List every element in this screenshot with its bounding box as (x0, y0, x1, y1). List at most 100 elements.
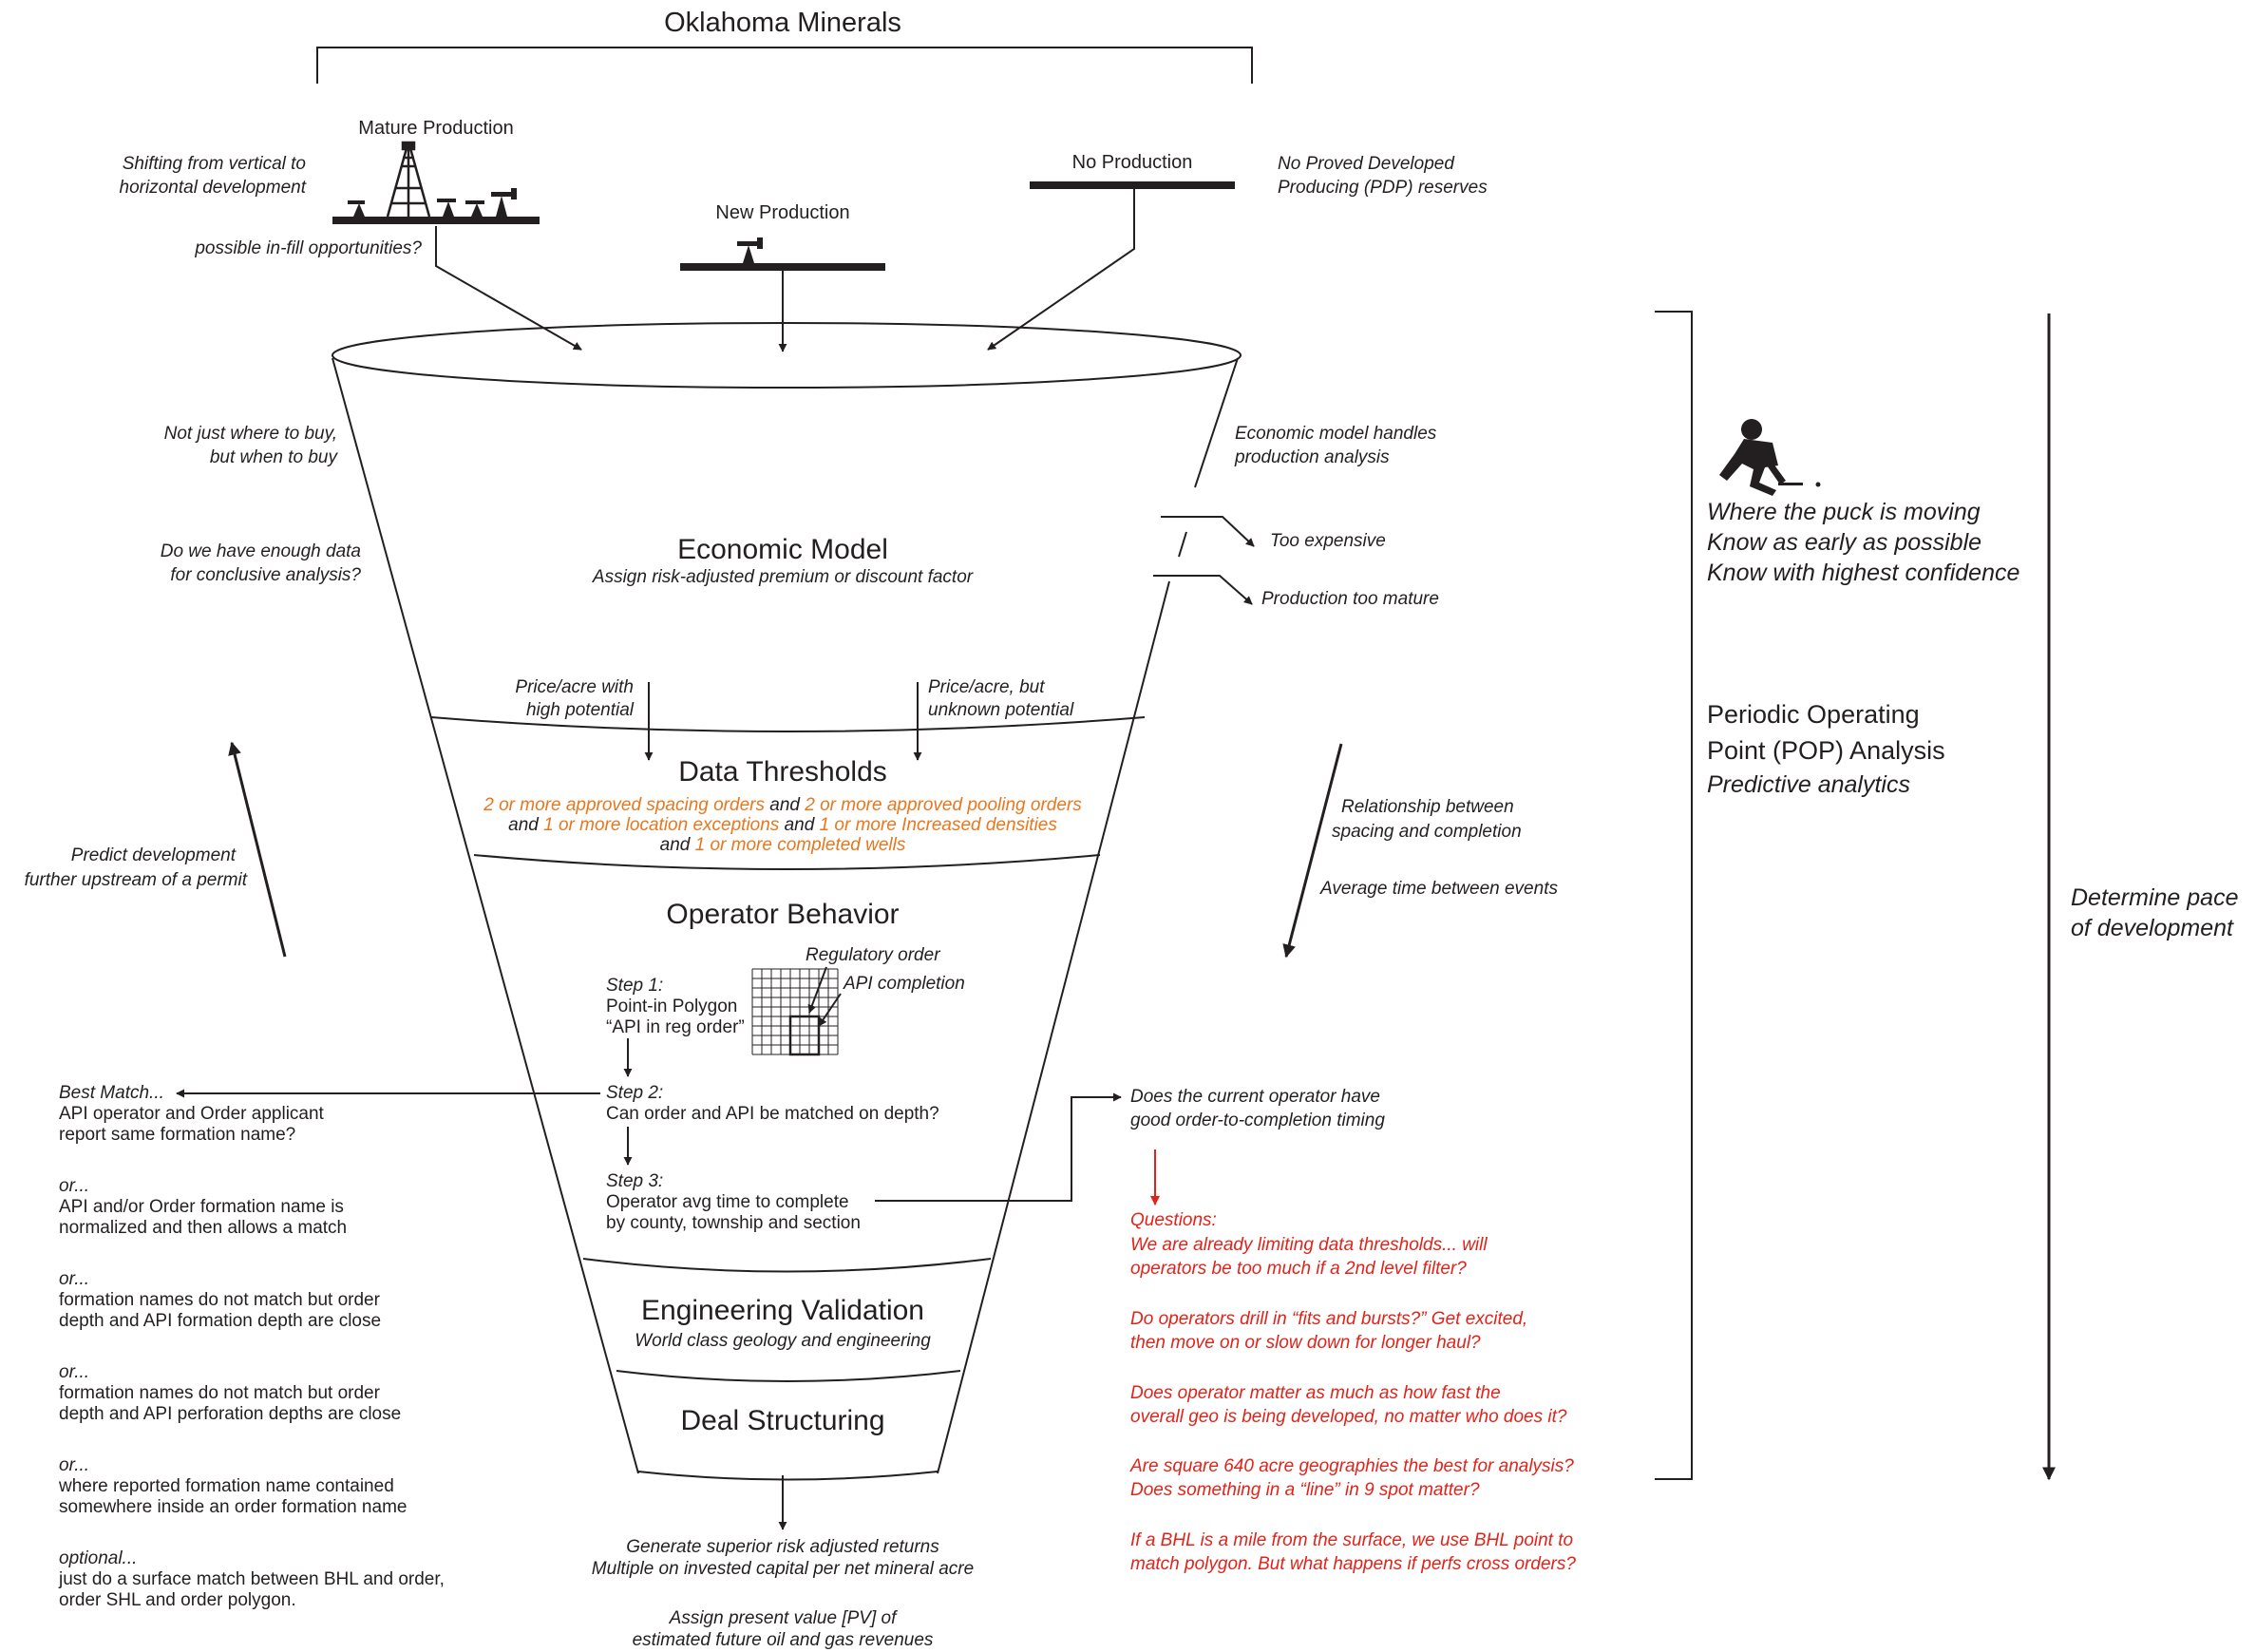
match-option-line: normalized and then allows a match (59, 1218, 347, 1238)
spacing-orders-criterion: 2 or more approved spacing orders (483, 795, 765, 815)
econ-note-2: production analysis (1234, 447, 1390, 467)
question-line: Does something in a “line” in 9 spot mat… (1130, 1480, 1480, 1500)
data-note-2: for conclusive analysis? (170, 565, 361, 585)
completed-wells-criterion: 1 or more completed wells (695, 835, 906, 855)
question-line: operators be too much if a 2nd level fil… (1130, 1259, 1467, 1279)
match-option-line: report same formation name? (59, 1125, 295, 1145)
timing-note-1: Does the current operator have (1130, 1087, 1380, 1107)
puck-line-1: Where the puck is moving (1707, 499, 1981, 525)
pop-bracket (1655, 311, 1693, 1480)
timing-note-2: good order-to-completion timing (1130, 1111, 1385, 1130)
operator-behavior-heading: Operator Behavior (666, 899, 899, 930)
api-completion-label: API completion (843, 974, 965, 994)
reg-order-pointer (807, 966, 827, 1014)
economic-model-heading: Economic Model (677, 534, 888, 565)
mature-ground-bar (332, 217, 540, 224)
price-high-1: Price/acre with (515, 677, 634, 697)
pv-note-2: estimated future oil and gas revenues (633, 1630, 934, 1650)
question-line: We are already limiting data thresholds.… (1130, 1235, 1488, 1255)
relationship-note-2: spacing and completion (1332, 822, 1522, 842)
step3-title: Step 3: (606, 1171, 663, 1191)
buy-note-2: but when to buy (210, 447, 339, 467)
top-bracket (316, 47, 1253, 84)
match-option-line: formation names do not match but order (59, 1383, 381, 1403)
predict-note-2: further upstream of a permit (25, 870, 248, 890)
pop-heading-2: Point (POP) Analysis (1707, 736, 1945, 765)
step3-line-1: Operator avg time to complete (606, 1192, 849, 1212)
step2-text: Can order and API be matched on depth? (606, 1104, 939, 1124)
engineering-validation-heading: Engineering Validation (641, 1295, 924, 1326)
infill-note: possible in-fill opportunities? (194, 238, 422, 258)
question-line: match polygon. But what happens if perfs… (1130, 1554, 1576, 1574)
none-ground-bar (1030, 181, 1235, 189)
price-high-2: high potential (526, 700, 635, 720)
econ-note-1: Economic model handles (1235, 424, 1437, 444)
pace-line-2: of development (2071, 915, 2234, 941)
pumpjack-icon (737, 237, 763, 263)
match-option-title: or... (59, 1362, 89, 1382)
returns-note-1: Generate superior risk adjusted returns (626, 1537, 939, 1557)
none-feed-arrow (987, 189, 1135, 351)
too-mature-label: Production too mature (1261, 589, 1439, 609)
pace-line-1: Determine pace (2071, 884, 2238, 911)
match-option-title: Best Match... (59, 1083, 164, 1103)
question-line: Are square 640 acre geographies the best… (1129, 1456, 1574, 1476)
pdp-note-1: No Proved Developed (1278, 154, 1455, 174)
match-option-line: formation names do not match but order (59, 1290, 381, 1310)
questions-title: Questions: (1130, 1210, 1217, 1230)
too-expensive-arrow (1161, 516, 1255, 547)
price-unknown-2: unknown potential (928, 700, 1074, 720)
and-connector: and (779, 815, 819, 835)
match-option-title: optional... (59, 1548, 137, 1568)
and-connector: and (765, 795, 805, 815)
relationship-down-arrow (1282, 743, 1343, 959)
question-line: Do operators drill in “fits and bursts?”… (1130, 1309, 1527, 1329)
diagram-title: Oklahoma Minerals (664, 8, 901, 38)
divider-engineering-deal (616, 1370, 961, 1382)
question-line: Does operator matter as much as how fast… (1130, 1383, 1501, 1403)
threshold-line-3: and 1 or more completed wells (660, 835, 906, 855)
match-option-line: order SHL and order polygon. (59, 1590, 296, 1610)
match-option-title: or... (59, 1176, 89, 1196)
and-connector: and (660, 835, 695, 855)
match-option-line: depth and API perforation depths are clo… (59, 1404, 401, 1424)
deal-structuring-heading: Deal Structuring (680, 1405, 884, 1436)
funnel-left-edge (332, 357, 639, 1474)
engineering-validation-sub: World class geology and engineering (635, 1331, 931, 1351)
predict-up-arrow (228, 741, 287, 958)
funnel-top-ellipse (332, 322, 1242, 389)
pooling-orders-criterion: 2 or more approved pooling orders (804, 795, 1082, 815)
match-option-title: or... (59, 1269, 89, 1289)
predict-note-1: Predict development (71, 845, 237, 865)
avg-time-note: Average time between events (1319, 879, 1558, 899)
pop-heading-1: Periodic Operating (1707, 700, 1920, 729)
match-option-line: somewhere inside an order formation name (59, 1497, 407, 1517)
step3-to-timing-arrow (875, 1092, 1122, 1202)
api-completion-pointer (818, 993, 842, 1027)
match-option-line: API operator and Order applicant (59, 1104, 325, 1124)
relationship-note-1: Relationship between (1341, 797, 1514, 817)
pv-note-1: Assign present value [PV] of (669, 1608, 898, 1628)
funnel-right-edge-bottom (937, 580, 1170, 1474)
funnel-right-edge-break (1178, 531, 1187, 558)
pdp-note-2: Producing (PDP) reserves (1278, 178, 1488, 198)
puck-line-3: Know with highest confidence (1707, 560, 2019, 586)
match-option-title: or... (59, 1455, 89, 1475)
step1-line-1: Point-in Polygon (606, 997, 737, 1016)
divider-operator-engineering (582, 1258, 992, 1273)
step1-line-2: “API in reg order” (606, 1017, 745, 1037)
pumpjack-icon (348, 188, 517, 217)
step2-title: Step 2: (606, 1083, 663, 1103)
buy-note-1: Not just where to buy, (164, 424, 337, 444)
question-line: then move on or slow down for longer hau… (1130, 1333, 1481, 1353)
threshold-line-2: and 1 or more location exceptions and 1 … (508, 815, 1057, 835)
questions-list: Questions: We are already limiting data t… (1129, 1210, 1576, 1574)
mature-feed-arrow (435, 226, 582, 351)
returns-note-2: Multiple on invested capital per net min… (592, 1559, 974, 1579)
question-line: If a BHL is a mile from the surface, we … (1130, 1530, 1573, 1550)
match-option-line: depth and API formation depth are close (59, 1311, 381, 1331)
oil-derrick-icon (386, 141, 431, 218)
location-exceptions-criterion: 1 or more location exceptions (543, 815, 780, 835)
mature-production-label: Mature Production (358, 118, 513, 139)
